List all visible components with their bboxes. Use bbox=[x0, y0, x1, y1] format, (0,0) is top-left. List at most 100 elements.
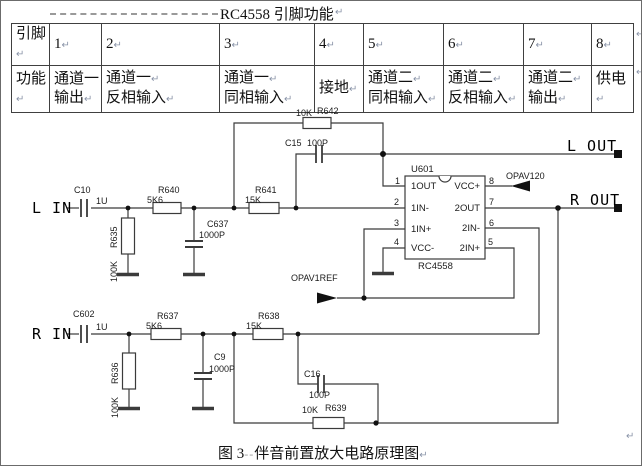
pin-cell-6: 6↵ bbox=[443, 23, 524, 66]
label-c10: C10 bbox=[74, 185, 91, 195]
function-cell-4: 接地↵ bbox=[314, 65, 364, 113]
wire-pin6 bbox=[485, 227, 540, 334]
paragraph-mark-icon: ↵ bbox=[16, 49, 25, 60]
label-c15-value: 100P bbox=[307, 138, 329, 148]
label-r636: R636 bbox=[110, 362, 120, 384]
paragraph-mark-icon: ↵ bbox=[419, 450, 428, 461]
label-r640: R640 bbox=[158, 185, 180, 195]
label-r642: R642 bbox=[317, 106, 339, 116]
pin-cell-8: 8↵ bbox=[591, 23, 634, 66]
junction-dots bbox=[125, 151, 561, 426]
wire-c16 bbox=[297, 334, 379, 423]
pin-cell-7: 7↵ bbox=[523, 23, 592, 66]
pin-label-2in-minus: 2IN- bbox=[462, 223, 480, 234]
pin-number-6: 6 bbox=[489, 218, 495, 228]
label-ic-part-number: RC4558 bbox=[418, 261, 453, 272]
label-c9: C9 bbox=[214, 352, 226, 362]
capacitor-c15 bbox=[315, 145, 323, 163]
label-r640-value: 5K6 bbox=[147, 195, 164, 205]
capacitor-c9 bbox=[194, 334, 212, 407]
pin-number-3: 3 bbox=[394, 218, 400, 228]
capacitor-c16 bbox=[317, 375, 325, 393]
paragraph-mark-icon: ↵ bbox=[335, 7, 344, 18]
pin-number-7: 7 bbox=[489, 197, 495, 207]
label-r637: R637 bbox=[157, 311, 179, 321]
label-c637: C637 bbox=[207, 219, 229, 229]
caption-figure-number: 图 3 bbox=[218, 446, 245, 462]
pin-cell-1: 1↵ bbox=[49, 23, 102, 66]
resistor-r639 bbox=[312, 416, 345, 430]
wire-pin3 bbox=[363, 228, 405, 298]
label-c15: C15 bbox=[285, 138, 302, 148]
page-title: RC4558 引脚功能 bbox=[220, 7, 334, 23]
label-r635: R635 bbox=[109, 226, 119, 248]
pin-label-1in-minus: 1IN- bbox=[411, 203, 429, 214]
figure-caption: 图 3--伴音前置放大电路原理图↵ bbox=[218, 442, 428, 463]
function-cell-2: 通道一↵ 反相输入↵ bbox=[101, 65, 220, 113]
label-r-in: R IN bbox=[32, 325, 73, 343]
resistor-r641 bbox=[248, 201, 280, 215]
label-r639: R639 bbox=[325, 403, 347, 413]
pin-number-8: 8 bbox=[489, 176, 495, 186]
pin-label-1in-plus: 1IN+ bbox=[411, 224, 432, 235]
label-opav1ref: OPAV1REF bbox=[291, 273, 338, 283]
label-c637-value: 1000P bbox=[199, 230, 226, 240]
label-r638: R638 bbox=[258, 311, 280, 321]
wire-pin5 bbox=[364, 247, 515, 299]
header-cell-function: 功能↵ bbox=[11, 65, 50, 113]
paragraph-mark-icon: ↵ bbox=[626, 431, 635, 442]
pin-label-vcc-minus: VCC- bbox=[411, 243, 435, 254]
pin-label-2in-plus: 2IN+ bbox=[459, 243, 480, 254]
caption-text: 伴音前置放大电路原理图 bbox=[254, 446, 420, 462]
label-r641: R641 bbox=[255, 185, 277, 195]
pin-cell-3: 3↵ bbox=[219, 23, 315, 66]
capacitor-c637 bbox=[185, 208, 203, 273]
paragraph-mark-icon: ↵ bbox=[636, 67, 641, 78]
caption-separator: -- bbox=[244, 447, 255, 461]
pin-number-2: 2 bbox=[394, 197, 400, 207]
pin-number-5: 5 bbox=[488, 237, 494, 247]
label-u601: U601 bbox=[411, 164, 434, 175]
l-out-terminal bbox=[614, 150, 622, 158]
pin-function-table: 引脚↵ 1↵ 2↵ 3↵ 4↵ 5↵ 6↵ 7↵ 8↵ 功能↵ 通道一 输出↵ … bbox=[11, 23, 634, 113]
pin-cell-2: 2↵ bbox=[101, 23, 220, 66]
table-row-pins: 引脚↵ 1↵ 2↵ 3↵ 4↵ 5↵ 6↵ 7↵ 8↵ bbox=[11, 23, 634, 66]
wire-feedback-r642 bbox=[233, 122, 384, 208]
label-r638-value: 15K bbox=[246, 321, 263, 331]
resistor-r640 bbox=[152, 201, 182, 215]
label-opav120: OPAV120 bbox=[506, 171, 545, 181]
wire-pin1 bbox=[382, 154, 405, 187]
wire-c15 bbox=[295, 153, 383, 208]
function-cell-8: 供电↵ bbox=[591, 65, 634, 113]
pin-label-vcc-plus: VCC+ bbox=[454, 181, 480, 192]
label-r636-value: 100K bbox=[110, 396, 120, 418]
header-cell-pin: 引脚↵ bbox=[11, 23, 50, 66]
pin-number-4: 4 bbox=[394, 237, 400, 247]
function-cell-1: 通道一 输出↵ bbox=[49, 65, 102, 113]
label-l-in: L IN bbox=[32, 199, 73, 217]
label-c10-value: 1U bbox=[96, 196, 108, 206]
label-r637-value: 5K6 bbox=[146, 321, 163, 331]
label-c9-value: 1000P bbox=[209, 364, 236, 374]
r-out-terminal bbox=[614, 204, 622, 212]
pin-label-1out: 1OUT bbox=[411, 181, 437, 192]
capacitor-c10 bbox=[80, 199, 88, 217]
table-row-functions: 功能↵ 通道一 输出↵ 通道一↵ 反相输入↵ 通道一↵ 同相输入↵ 接地↵ 通道… bbox=[11, 65, 634, 113]
function-cell-3: 通道一↵ 同相输入↵ bbox=[219, 65, 315, 113]
label-c16-value: 100P bbox=[309, 390, 331, 400]
label-r635-value: 100K bbox=[109, 260, 119, 282]
resistor-r637 bbox=[150, 327, 182, 341]
label-l-out: L OUT bbox=[567, 137, 618, 155]
resistor-r636 bbox=[121, 334, 137, 407]
resistor-r638 bbox=[252, 327, 284, 341]
capacitor-c602 bbox=[80, 325, 88, 343]
dotted-leader-line bbox=[50, 13, 218, 15]
opav1ref-arrow-icon bbox=[317, 292, 337, 304]
ic-body bbox=[404, 175, 486, 260]
label-c16: C16 bbox=[304, 369, 321, 379]
pin-number-1: 1 bbox=[395, 176, 401, 186]
label-r639-value: 10K bbox=[302, 405, 319, 415]
label-c602: C602 bbox=[73, 309, 95, 319]
